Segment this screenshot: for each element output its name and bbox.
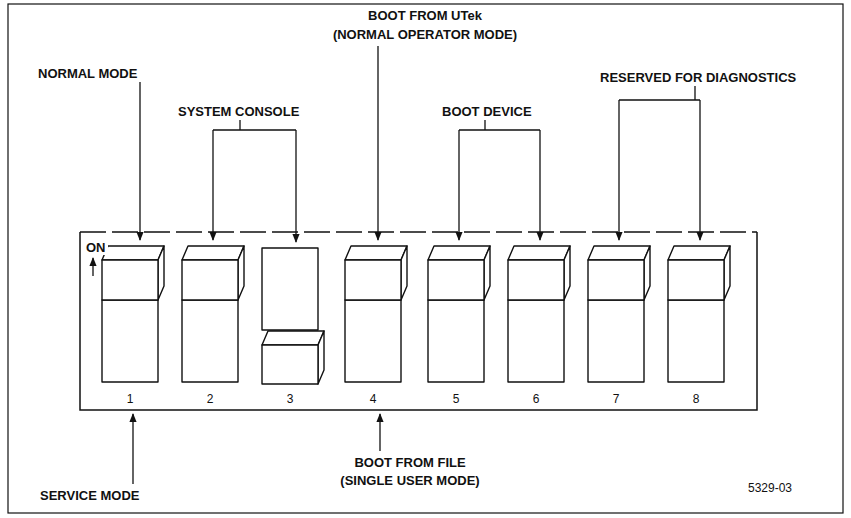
switch-lever-side	[724, 246, 730, 300]
switch-lever-front	[345, 260, 401, 300]
switch-lever-side	[401, 246, 407, 300]
callout-label: BOOT DEVICE	[440, 104, 534, 119]
outer-frame	[8, 4, 843, 513]
switch-number: 3	[285, 392, 296, 407]
switch-slot	[428, 300, 484, 382]
switch-number: 5	[451, 392, 462, 407]
switch-lever-front	[428, 260, 484, 300]
figure-number: 5329-03	[746, 481, 794, 496]
switch-number: 8	[691, 392, 702, 407]
switch-lever-top	[345, 246, 407, 260]
switch-lever-top	[102, 246, 164, 260]
callout-label: SYSTEM CONSOLE	[176, 104, 301, 119]
switch-lever-top	[588, 246, 650, 260]
switch-number: 6	[531, 392, 542, 407]
leader-arrows	[93, 46, 700, 484]
callout-label: BOOT FROM FILE	[352, 455, 467, 470]
switch-lever-side	[238, 246, 244, 300]
on-marker: ON	[84, 240, 108, 255]
switch-lever-front	[508, 260, 564, 300]
switch-lever-front	[588, 260, 644, 300]
switch-slot	[182, 300, 238, 382]
switch-lever-side	[158, 246, 164, 300]
switch-lever-side	[484, 246, 490, 300]
switch-slot	[588, 300, 644, 382]
callout-label: SERVICE MODE	[38, 488, 141, 503]
switch-slot	[508, 300, 564, 382]
switch-number: 1	[125, 392, 136, 407]
switch-slot	[668, 300, 724, 382]
switch-slot	[262, 248, 318, 330]
switch-lever-side	[564, 246, 570, 300]
dip-switches	[102, 246, 730, 384]
switch-slot	[102, 300, 158, 382]
switch-lever-top	[668, 246, 730, 260]
switch-lever-top	[182, 246, 244, 260]
switch-lever-front	[668, 260, 724, 300]
switch-lever-front	[182, 260, 238, 300]
switch-number: 2	[205, 392, 216, 407]
callout-label: NORMAL MODE	[36, 66, 139, 81]
switch-number: 4	[368, 392, 379, 407]
switch-lever-front	[102, 260, 158, 300]
callout-label: BOOT FROM UTek	[366, 8, 484, 23]
callout-label: RESERVED FOR DIAGNOSTICS	[598, 70, 798, 85]
switch-lever-front	[262, 345, 318, 384]
callout-label: (SINGLE USER MODE)	[338, 473, 481, 488]
switch-lever-top	[428, 246, 490, 260]
switch-lever-top	[508, 246, 570, 260]
switch-slot	[345, 300, 401, 382]
callout-label: (NORMAL OPERATOR MODE)	[331, 27, 519, 42]
switch-lever-side	[318, 331, 324, 384]
switch-number: 7	[611, 392, 622, 407]
switch-lever-side	[644, 246, 650, 300]
switch-lever-top	[262, 331, 324, 345]
switch-housing	[80, 232, 757, 410]
